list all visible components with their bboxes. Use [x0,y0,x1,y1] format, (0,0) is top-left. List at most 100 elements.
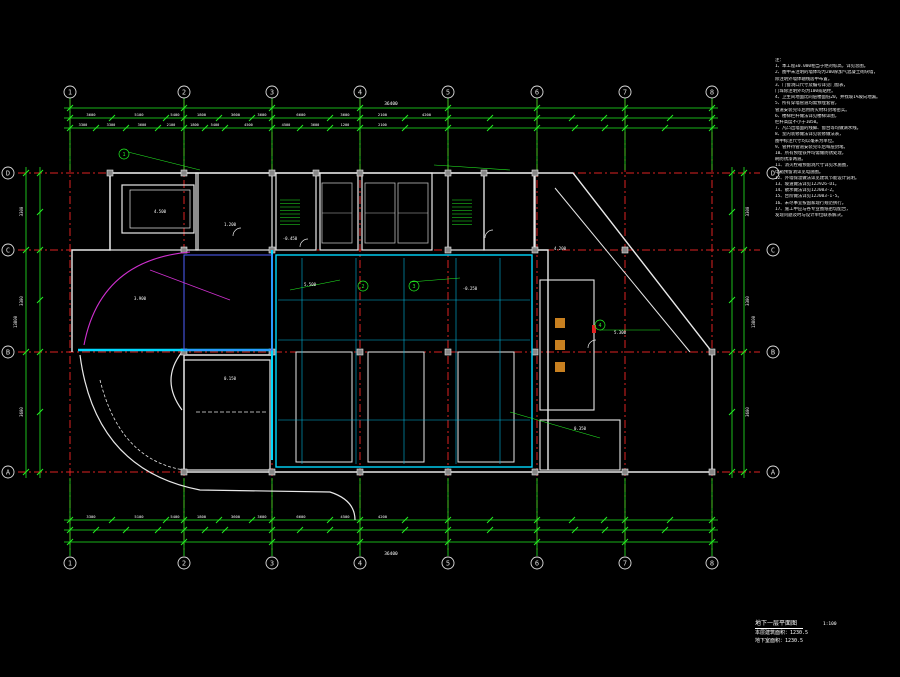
dim-tick [221,124,229,132]
dim-text-top-2: 3300 [79,123,88,127]
grid-bubble: D [1,166,15,180]
ramp-room [183,359,271,471]
grid-bubble-label: 7 [623,560,627,568]
dim-tick [728,208,736,216]
grid-bubble-label: 2 [182,560,186,568]
dim-text-top-2: 3600 [138,123,147,127]
dim-tick [600,516,608,524]
column [180,169,188,177]
grid-bubble-circle [766,243,780,257]
dim-tick [740,246,748,254]
grid-bubble: C [1,243,15,257]
dim-text-bottom: 4500 [340,514,350,519]
dim-text-top-2: 4500 [282,123,291,127]
note-line: 发现问题及时与设计单位联系解决。 [775,213,846,219]
column [356,468,364,476]
dim-tick [356,516,364,524]
dim-tick [66,516,74,524]
dim-tick [708,124,716,132]
column [480,169,488,177]
dim-tick [533,114,541,122]
title-block: 地下一层平面图 1:100 本层建筑面积：1230.5 地下室面积：1230.5 [755,620,837,645]
grid-bubble: 3 [265,85,279,99]
column [444,468,452,476]
grid-bubble-label: B [6,349,10,357]
dim-tick [22,348,30,356]
dim-tick [108,114,116,122]
column [268,169,276,177]
note-line: 门垛除注明外均为100或贴柱。 [775,89,836,95]
grid-bubble: 1 [63,85,77,99]
dim-tick [600,114,608,122]
grid-bubble-circle [353,85,367,99]
ramp-inner [170,351,183,411]
dim-tick [621,104,629,112]
dim-tick [728,348,736,356]
grid-bubble-label: D [771,170,775,178]
leader-line [127,151,201,171]
column [708,468,716,476]
dim-tick [180,114,188,122]
dim-text-top-2: 3300 [107,123,116,127]
dim-tick [22,468,30,476]
dim-tick [180,104,188,112]
note-line: 2、图中未注明的墙体均为200厚加气混凝土砌块墙， [775,70,878,76]
callout-circle [357,280,369,292]
pump-inner [129,189,191,229]
note-line: 栏杆高度不小于1050。 [775,120,821,126]
column [621,246,629,254]
grid-bubble-label: A [771,469,776,477]
dim-tick [108,516,116,524]
grid-bubble-label: 5 [446,560,450,568]
dim-text-top: 3600 [86,112,96,117]
grid-bubble-circle [1,243,15,257]
dim-text-top-2: 1800 [190,123,199,127]
dim-text-top: 2100 [378,112,388,117]
dim-text-top: 6600 [296,112,306,117]
grid-bubble-circle [766,465,780,479]
dim-text-bottom: 5400 [170,514,180,519]
grid-bubble: 7 [618,85,632,99]
grid-bubble: 6 [530,85,544,99]
grid-bubble: B [1,345,15,359]
grid-bubble: 2 [177,85,191,99]
dim-tick [66,114,74,122]
dim-tick [122,526,130,534]
column [356,348,364,356]
drawing-title: 地下一层平面图 [755,620,804,629]
hall-bay [295,351,353,463]
dim-tick [326,516,334,524]
leader-line [433,164,511,171]
note-line: 17、施工中应与各专业图纸密切配合， [775,206,851,212]
leader-line [509,411,601,439]
grid-bubble-circle [618,556,632,570]
column [531,246,539,254]
grid-bubble: C [766,243,780,257]
column [312,169,320,177]
dim-tick [215,114,223,122]
magenta-line [149,269,231,301]
dim-tick [444,124,452,132]
dim-tick [601,124,609,132]
dim-tick [22,169,30,177]
callout-label: 1 [122,152,125,158]
note-line: 4、卫生间地面比同层楼面低20，并找坡1%坡向地漏。 [775,95,881,101]
dim-tick [533,104,541,112]
drawing-scale: 1:100 [823,622,837,627]
column [180,468,188,476]
dim-tick [356,114,364,122]
note-line: 5、所有穿墙管道均需预埋套管， [775,101,840,107]
dim-tick [728,246,736,254]
dim-tick [180,124,188,132]
dim-text-left: 3600 [19,407,24,417]
dim-text-right-total: 13800 [751,315,756,328]
grid-bubble-label: 3 [270,89,274,97]
dim-tick [661,124,669,132]
note-line: 12、外墙保温做法详见建筑节能设计说明。 [775,175,860,181]
dim-tick [740,468,748,476]
dim-tick [401,526,409,534]
grid-bubble-circle [1,345,15,359]
dim-tick [356,538,364,546]
dim-tick [356,124,364,132]
